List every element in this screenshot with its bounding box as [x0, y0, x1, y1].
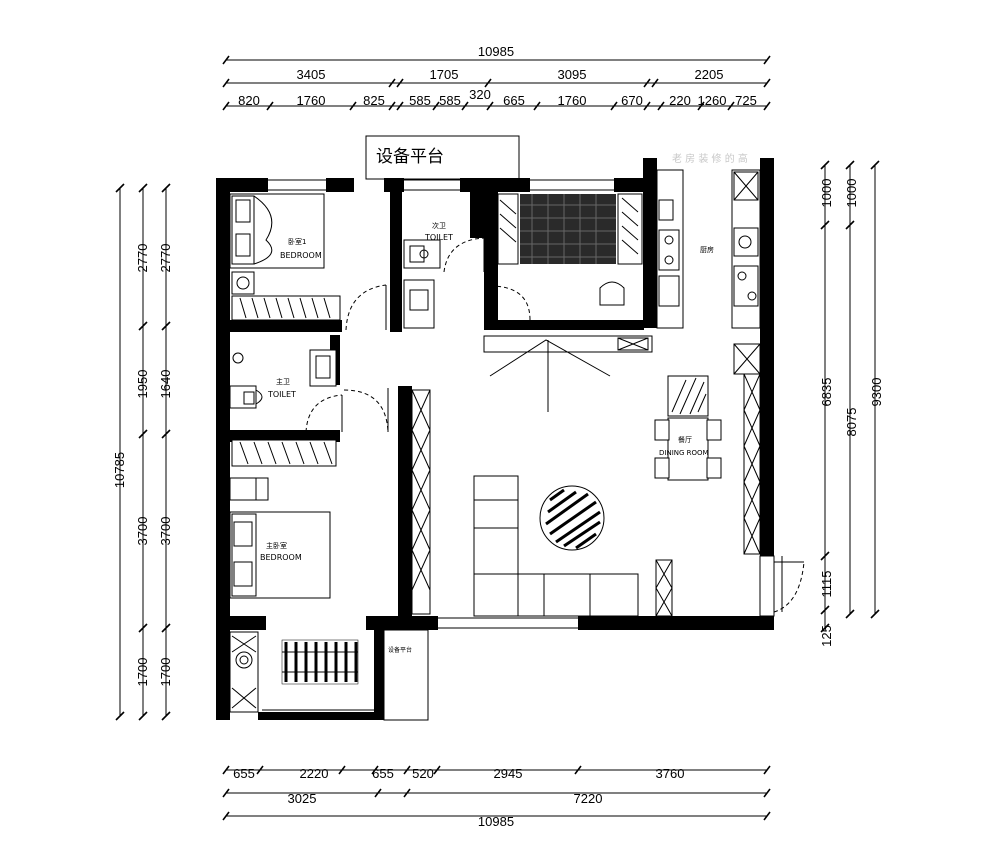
equipment-platform-top: 设备平台 [365, 135, 520, 180]
dim-left-inner2-4: 1700 [158, 658, 173, 687]
dim-left-inner2-3: 3700 [158, 517, 173, 546]
dim-top-row3-5: 585 [439, 93, 461, 108]
dim-top-row2-2: 1705 [430, 67, 459, 82]
dim-top-row3-7: 665 [503, 93, 525, 108]
dim-right-inner1-3: 1115 [819, 571, 834, 598]
dim-top-row3-6: 320 [469, 87, 491, 102]
dim-right-outer: 9300 [869, 378, 884, 407]
dim-right-inner2-1: 1000 [844, 179, 859, 208]
dim-left-outer: 10785 [112, 452, 127, 488]
master-bedroom-label-cn: 主卧室 [266, 541, 287, 550]
second-bath-label-en: TOILET [424, 233, 453, 242]
bottom-dimension-lines: 655 2220 655 520 2945 3760 3025 7220 109… [222, 765, 771, 829]
dim-top-row3-1: 820 [238, 93, 260, 108]
bottom-balcony [229, 631, 359, 713]
top-dimension-lines: 10985 3405 1705 3095 2205 820 1760 825 5… [222, 44, 771, 111]
dim-bottom-row1-1: 655 [233, 766, 255, 781]
dim-bottom-row1-6: 3760 [656, 766, 685, 781]
dim-top-row3-10: 220 [669, 93, 691, 108]
dim-left-inner2-1: 2770 [158, 244, 173, 273]
dining-label-en: DINING ROOM [659, 449, 709, 457]
dim-bottom-row1-4: 520 [412, 766, 434, 781]
right-dimension-lines: 1000 6835 1115 125 1000 8075 9300 [819, 160, 884, 647]
second-bath-label-cn: 次卫 [432, 221, 446, 230]
dim-right-inner1-2: 6835 [819, 378, 834, 407]
dim-left-inner1-2: 1950 [135, 370, 150, 399]
master-bedroom-label-en: BEDROOM [260, 553, 302, 562]
main-bath-label-en: TOILET [267, 390, 296, 399]
walls [216, 158, 774, 720]
dim-left-inner1-1: 2770 [135, 244, 150, 273]
dim-left-inner2-2: 1640 [158, 370, 173, 399]
dim-bottom-row1-3: 655 [372, 766, 394, 781]
dim-top-total: 10985 [478, 44, 514, 59]
master-bedroom: 主卧室 BEDROOM [229, 389, 431, 615]
dim-bottom-row1-2: 2220 [300, 766, 329, 781]
dim-bottom-total: 10985 [478, 814, 514, 829]
dim-top-row3-4: 585 [409, 93, 431, 108]
dim-left-inner1-3: 3700 [135, 517, 150, 546]
dim-right-inner2-2: 8075 [844, 408, 859, 437]
watermark: 老 房 装 修 的 高 [672, 152, 748, 165]
dim-top-row2-3: 3095 [558, 67, 587, 82]
dim-right-inner1-1: 1000 [819, 179, 834, 208]
bedroom-2: 卧室1 BEDROOM [229, 193, 387, 331]
dim-top-row3-12: 725 [735, 93, 757, 108]
equipment-platform-bottom: 设备平台 [383, 629, 429, 721]
dim-top-row2-4: 2205 [695, 67, 724, 82]
main-bath-label-cn: 主卫 [276, 377, 290, 386]
dim-left-inner1-4: 1700 [135, 658, 150, 687]
bedroom-2-label-en: BEDROOM [280, 251, 322, 260]
dining-room: 餐厅 DINING ROOM [654, 343, 805, 617]
kitchen-label: 厨房 [700, 245, 714, 254]
dim-bottom-row2-2: 7220 [574, 791, 603, 806]
equipment-platform-bottom-label: 设备平台 [388, 646, 412, 654]
dim-top-row3-3: 825 [363, 93, 385, 108]
bedroom-2-label-cn: 卧室1 [288, 237, 306, 246]
dining-label-cn: 餐厅 [678, 435, 692, 444]
middle-room [483, 193, 653, 412]
round-table-pattern [545, 488, 601, 550]
windows [217, 179, 614, 711]
dim-bottom-row2-1: 3025 [288, 791, 317, 806]
dim-right-inner1-4: 125 [819, 625, 834, 647]
living-room [473, 475, 673, 617]
dim-top-row3-11: 1260 [698, 93, 727, 108]
dim-top-row3-2: 1760 [297, 93, 326, 108]
dim-bottom-row1-5: 2945 [494, 766, 523, 781]
left-dimension-lines: 10785 2770 1950 3700 1700 2770 1640 3700… [112, 183, 173, 721]
dim-top-row3-9: 670 [621, 93, 643, 108]
drying-rack [281, 639, 359, 685]
main-bathroom: 主卫 TOILET [229, 349, 389, 467]
equipment-platform-top-label: 设备平台 [376, 147, 444, 167]
kitchen: 厨房 [656, 169, 761, 329]
dim-top-row3-8: 1760 [558, 93, 587, 108]
dim-top-row2-1: 3405 [297, 67, 326, 82]
second-bathroom: 次卫 TOILET [403, 207, 485, 329]
